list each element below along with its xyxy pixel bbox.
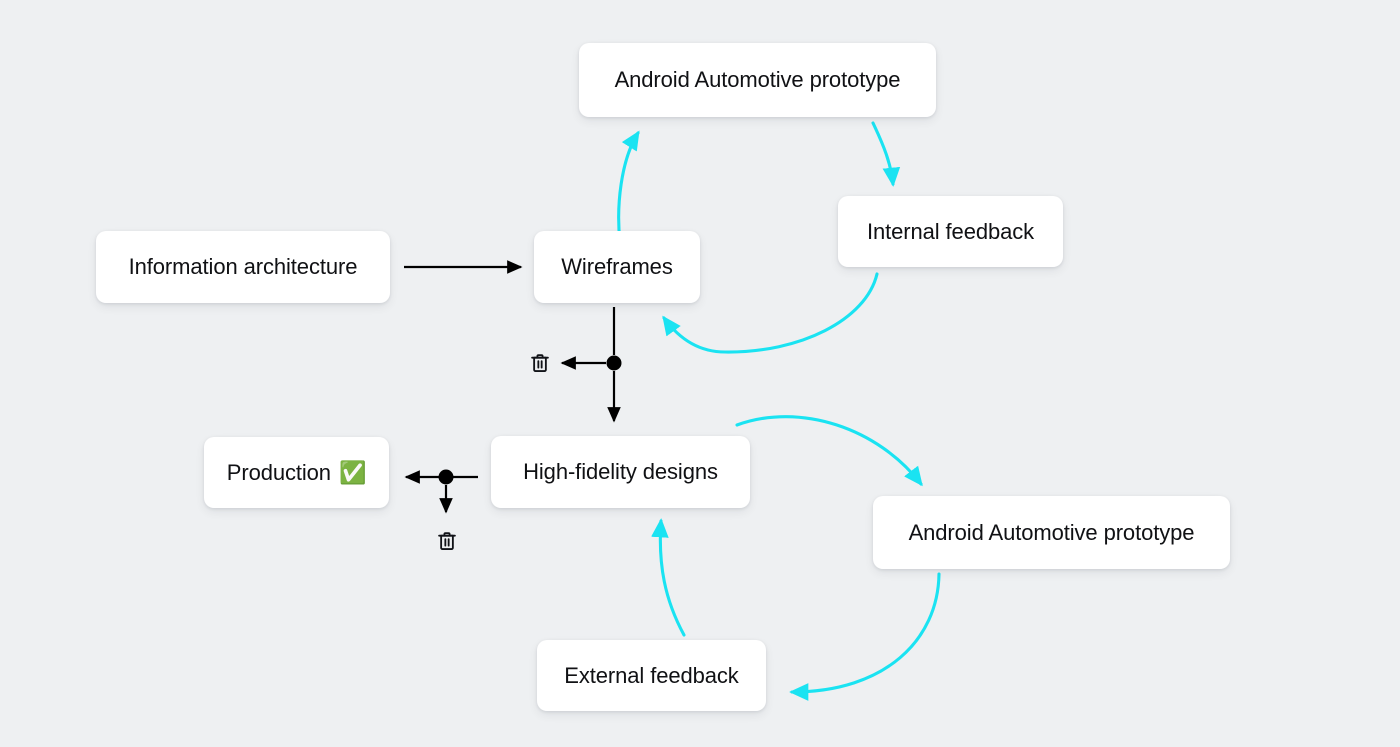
node-wireframes[interactable]: Wireframes — [534, 231, 700, 303]
trash-icon[interactable] — [436, 529, 458, 553]
trash-icon[interactable] — [529, 351, 551, 375]
edge-control-dot-wireframes[interactable] — [606, 355, 622, 371]
edge-android-prototype-bottom-to-external-feedback[interactable] — [789, 572, 941, 701]
node-android-automotive-prototype-top[interactable]: Android Automotive prototype — [579, 43, 936, 117]
node-label: Wireframes — [561, 254, 673, 279]
node-high-fidelity-designs[interactable]: High-fidelity designs — [491, 436, 750, 508]
node-label: External feedback — [564, 662, 739, 688]
node-label: Information architecture — [128, 254, 358, 279]
edge-wireframes-to-android-prototype[interactable] — [617, 130, 640, 244]
check-mark-icon: ✅ — [338, 459, 367, 485]
edge-external-feedback-to-high-fidelity[interactable] — [651, 518, 686, 637]
node-external-feedback[interactable]: External feedback — [537, 640, 766, 711]
node-label: Android Automotive prototype — [614, 67, 901, 92]
node-label: Production — [226, 459, 331, 485]
node-production[interactable]: Production ✅ — [204, 437, 389, 508]
edge-android-prototype-to-internal-feedback[interactable] — [871, 121, 901, 187]
node-information-architecture[interactable]: Information architecture — [96, 231, 390, 303]
node-label: Internal feedback — [866, 218, 1035, 244]
node-android-automotive-prototype-bottom[interactable]: Android Automotive prototype — [873, 496, 1230, 569]
edge-high-fidelity-to-android-prototype-bottom[interactable] — [735, 415, 923, 487]
node-internal-feedback[interactable]: Internal feedback — [838, 196, 1063, 267]
edge-control-dot-production[interactable] — [438, 469, 454, 485]
node-label: High-fidelity designs — [523, 459, 718, 484]
node-label: Android Automotive prototype — [908, 519, 1195, 545]
